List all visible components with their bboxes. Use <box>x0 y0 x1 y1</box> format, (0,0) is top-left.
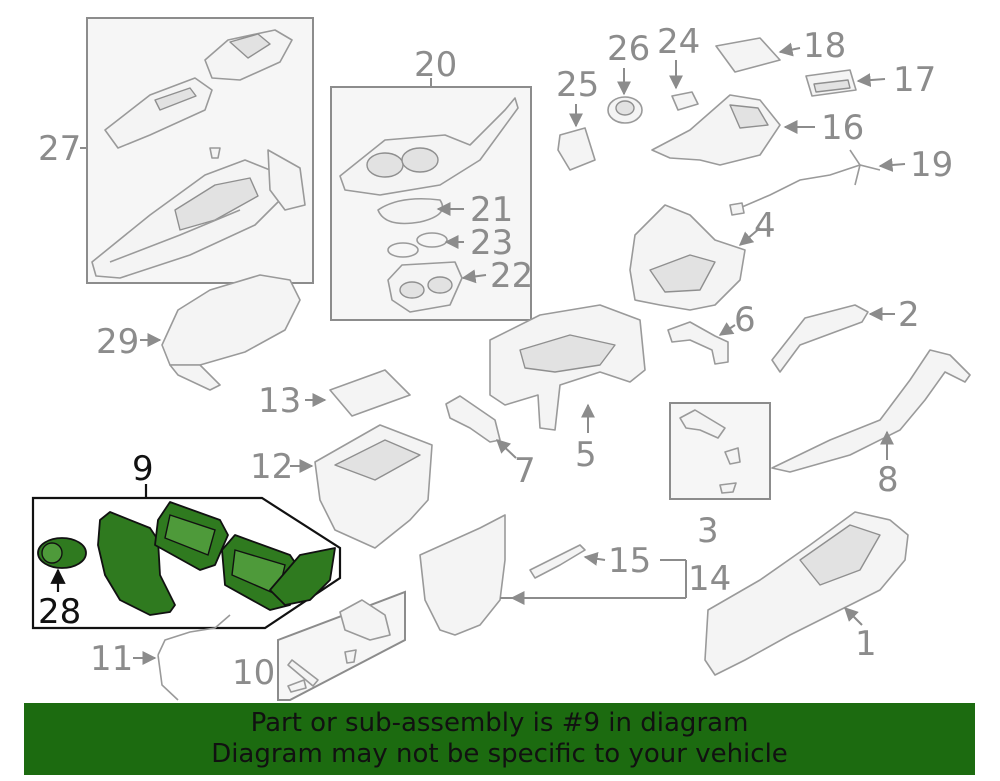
label-12: 12 <box>250 447 293 487</box>
label-27: 27 <box>38 129 81 169</box>
label-21: 21 <box>470 190 513 230</box>
label-17: 17 <box>893 60 936 100</box>
label-8: 8 <box>877 460 899 500</box>
label-26: 26 <box>607 29 650 69</box>
label-29: 29 <box>96 322 139 362</box>
part-14-side-panel <box>419 514 506 636</box>
group-9-highlighted-assembly <box>31 496 342 630</box>
part-13-pad <box>329 369 411 417</box>
label-16: 16 <box>821 108 864 148</box>
group-27-console-cover <box>86 17 314 284</box>
part-6-bracket <box>667 321 729 365</box>
group-10-bracket-kit <box>277 590 406 701</box>
label-1: 1 <box>855 624 877 664</box>
label-18: 18 <box>803 26 846 66</box>
part-2-trim <box>771 304 869 373</box>
label-7: 7 <box>514 451 536 491</box>
part-12-bin <box>314 424 433 549</box>
parts-24-25-26-16-17-18-19 <box>557 37 881 216</box>
part-8-trim <box>771 349 971 473</box>
part-15-trim <box>529 544 586 579</box>
disclaimer-banner: Part or sub-assembly is #9 in diagram Di… <box>24 703 975 775</box>
label-14: 14 <box>688 559 731 599</box>
label-9: 9 <box>132 449 154 489</box>
banner-line-1: Part or sub-assembly is #9 in diagram <box>250 708 749 738</box>
label-3: 3 <box>697 511 719 551</box>
part-29-armrest <box>161 274 301 366</box>
group-3-fasteners <box>669 402 771 500</box>
label-25: 25 <box>556 65 599 105</box>
label-10: 10 <box>232 653 275 693</box>
label-24: 24 <box>657 22 700 62</box>
label-4: 4 <box>754 206 776 246</box>
label-19: 19 <box>910 145 953 185</box>
label-11: 11 <box>90 639 133 679</box>
part-11-cable <box>157 614 231 701</box>
label-6: 6 <box>734 300 756 340</box>
label-15: 15 <box>608 541 651 581</box>
label-23: 23 <box>470 223 513 263</box>
banner-line-2: Diagram may not be specific to your vehi… <box>211 739 788 769</box>
part-7-bracket <box>445 395 501 443</box>
label-13: 13 <box>258 381 301 421</box>
label-5: 5 <box>575 435 597 475</box>
label-20: 20 <box>414 45 457 85</box>
label-2: 2 <box>898 295 920 335</box>
label-22: 22 <box>490 256 533 296</box>
label-28: 28 <box>38 592 81 632</box>
